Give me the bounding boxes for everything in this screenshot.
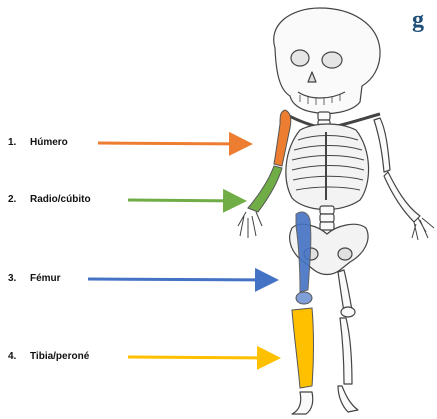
label-number: 4.: [8, 351, 30, 362]
label-text: Fémur: [30, 273, 61, 284]
label-tibia-fibula: 4.Tibia/peroné: [8, 351, 89, 362]
label-number: 2.: [8, 194, 30, 205]
femur-bone: [296, 212, 311, 292]
tibia-arrow: [128, 357, 278, 358]
label-humerus: 1.Húmero: [8, 137, 68, 148]
label-number: 3.: [8, 273, 30, 284]
knee-cap: [296, 292, 312, 304]
label-text: Tibia/peroné: [30, 351, 89, 362]
femur-arrow: [88, 279, 276, 280]
skeleton-figure: [238, 8, 434, 414]
radius-arrow: [128, 200, 244, 201]
label-text: Húmero: [30, 137, 68, 148]
ribcage: [286, 124, 369, 210]
humerus-arrow: [98, 143, 250, 144]
label-radius-ulna: 2.Radio/cúbito: [8, 194, 91, 205]
corner-title-fragment: g: [412, 8, 424, 32]
label-number: 1.: [8, 137, 30, 148]
tibia-fibula-bone: [292, 308, 314, 388]
label-femur: 3.Fémur: [8, 273, 61, 284]
radius-ulna-bone: [248, 166, 282, 212]
label-text: Radio/cúbito: [30, 194, 91, 205]
